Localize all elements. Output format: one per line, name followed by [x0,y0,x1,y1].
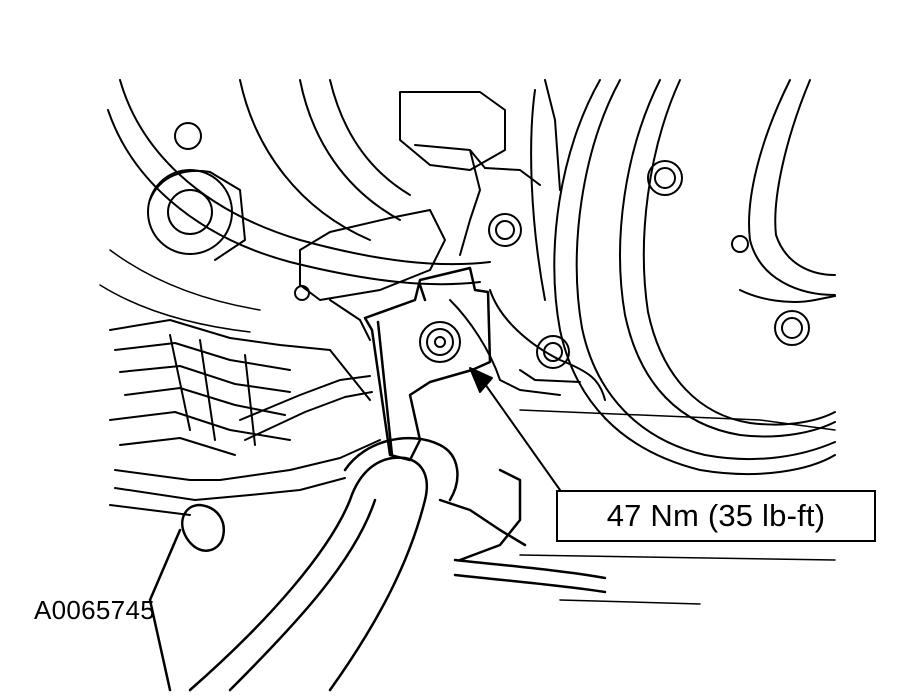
torque-value: 47 Nm (35 lb-ft) [606,498,826,533]
mounting-bolts [174,122,810,369]
engine-housing [294,91,606,401]
callout-leader [469,367,561,491]
flywheel-bolt-right [774,310,810,346]
flywheel-hole [731,235,749,253]
housing-hole [174,122,202,150]
housing-bolt-lower [536,335,570,369]
figure-id: A0065745 [34,595,155,625]
bolt [419,321,461,363]
flywheel [530,79,836,475]
background-lines [99,249,836,605]
wiring-harness [109,319,381,516]
housing-bolt-upper [488,213,522,247]
bracket [363,266,492,462]
flywheel-bolt-top [647,160,683,196]
torque-callout: 47 Nm (35 lb-ft) [556,490,876,542]
hose [148,436,607,692]
